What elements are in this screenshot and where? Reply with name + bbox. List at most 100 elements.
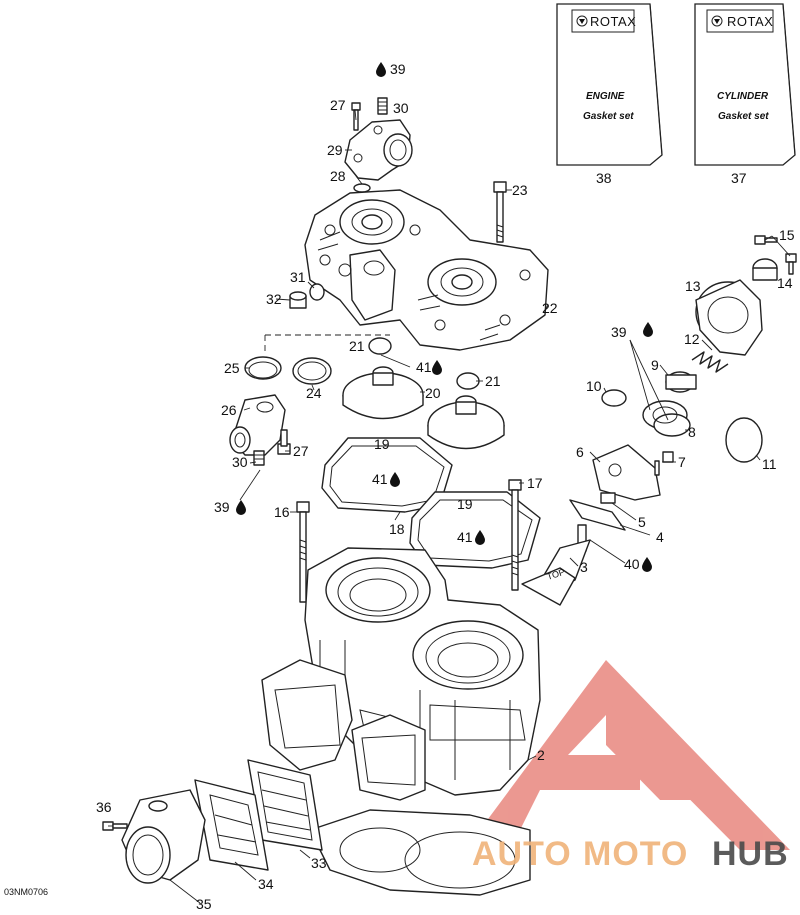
o-ring-21-top [368,337,392,355]
valve-piston-9 [665,371,697,393]
combustion-chamber-left [342,366,424,420]
stud-30-top [377,97,388,115]
combustion-chamber-right [427,395,505,450]
cylinder-gasket-set: ROTAX CYLINDER Gasket set 37 [694,3,796,186]
bolt-23 [493,181,507,243]
ring-25 [244,356,282,380]
drop-icon [236,500,246,515]
callout-11: 11 [762,456,777,472]
callout-29: 29 [327,142,343,158]
stud-16 [296,501,310,603]
callout-18: 18 [389,521,405,537]
callout-17: 17 [527,475,543,491]
callout-23: 23 [512,182,528,198]
base-gasket [309,809,531,896]
lubricant-drop-icons [236,62,653,572]
callout-15: 15 [779,227,795,243]
callout-24: 24 [306,385,322,401]
engine-gasket-subtitle: Gasket set [583,111,634,122]
cylinder-gasket-brand: ROTAX [727,14,773,29]
cylinder-gasket-title: CYLINDER [717,91,769,102]
spring-12 [691,351,729,373]
callout-39: 39 [611,324,627,340]
spacer-5 [600,492,616,504]
callout-26: 26 [221,402,237,418]
cylinder-gasket-subtitle: Gasket set [718,111,769,122]
bolt-27-left [277,429,291,455]
drop-icon [643,322,653,337]
callout-19: 19 [374,436,390,452]
drop-icon [432,360,442,375]
callout-41: 41 [457,529,473,545]
callout-20: 20 [425,385,441,401]
callout-25: 25 [224,360,240,376]
callout-8: 8 [688,424,696,440]
o-ring-11 [725,417,763,463]
callout-3: 3 [580,559,588,575]
engine-gasket-title: ENGINE [586,91,625,102]
callout-21: 21 [485,373,501,389]
gasket-4 [569,499,626,531]
callout-27: 27 [293,443,309,459]
callout-6: 6 [576,444,584,460]
water-outlet-top [344,119,413,193]
reed-cage-33 [247,759,323,851]
exhaust-valve-3: TOP [521,524,591,606]
callout-14: 14 [777,275,793,291]
o-ring-10 [601,389,627,407]
watermark-hub: HUB [712,835,789,873]
callout-4: 4 [656,529,664,545]
callout-33: 33 [311,855,327,871]
callout-13: 13 [685,278,701,294]
stud-30-left [253,450,265,466]
drop-icon [475,530,485,545]
callout-10: 10 [586,378,602,394]
engine-gasket-brand: ROTAX [590,14,636,29]
callout-21: 21 [349,338,365,354]
cylinder-head [304,189,549,351]
bellows-8 [642,400,691,437]
callout-19: 19 [457,496,473,512]
water-outlet-left [229,394,286,456]
callout-35: 35 [196,896,212,912]
watermark-auto: AUTO [472,835,572,873]
watermark-moto: MOTO [583,835,688,873]
callout-5: 5 [638,514,646,530]
intake-manifold-35 [121,789,206,884]
drop-icon [642,557,652,572]
watermark-logo [465,660,790,850]
bolt-36 [102,821,128,831]
valve-cover-13 [695,279,763,356]
callout-7: 7 [678,454,686,470]
reed-valve-block-left [261,659,353,771]
callout-41: 41 [372,471,388,487]
callout-12: 12 [684,331,700,347]
stud-17 [508,479,522,591]
engine-gasket-set: ROTAX ENGINE Gasket set 38 [556,3,663,186]
callout-31: 31 [290,269,306,285]
callout-39: 39 [390,61,406,77]
callout-34: 34 [258,876,274,892]
callout-labels: 39 27 30 29 28 23 31 32 22 15 14 13 39 1… [96,61,795,912]
cylinder-gasket-number: 37 [731,170,747,186]
callout-22: 22 [542,300,558,316]
diagram-code: 03NM0706 [4,887,48,897]
o-ring-21-right [456,372,480,390]
reed-valve-block-right [351,714,426,801]
engine-gasket-number: 38 [596,170,612,186]
callout-39: 39 [214,499,230,515]
leader-lines [108,109,791,904]
callout-30: 30 [232,454,248,470]
plug-32 [289,291,307,309]
callout-32: 32 [266,291,282,307]
callout-36: 36 [96,799,112,815]
cap-14 [752,258,778,281]
screw-7 [654,451,674,476]
callout-9: 9 [651,357,659,373]
callout-41: 41 [416,359,432,375]
callout-30: 30 [393,100,409,116]
reed-plate-34 [194,779,269,871]
callout-40: 40 [624,556,640,572]
drop-icon [376,62,386,77]
